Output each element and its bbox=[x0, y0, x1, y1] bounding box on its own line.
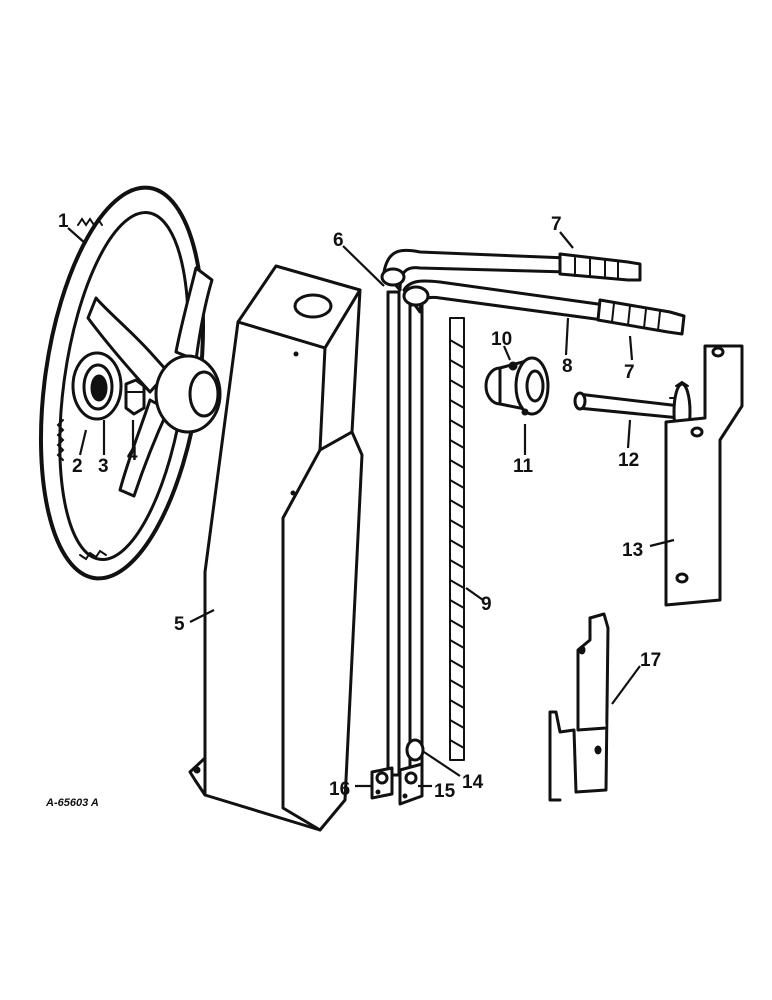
callout-numbers: 1 2 3 4 5 6 7 7 8 9 10 11 12 13 14 15 16… bbox=[58, 211, 661, 802]
callout-8: 8 bbox=[562, 356, 573, 377]
bracket-icon bbox=[664, 344, 744, 607]
chain-icon bbox=[449, 317, 465, 761]
callout-9: 9 bbox=[481, 594, 492, 615]
callout-14: 14 bbox=[462, 772, 484, 793]
callout-15: 15 bbox=[434, 781, 456, 802]
callout-13: 13 bbox=[622, 540, 643, 561]
figure-reference: A-65603 A bbox=[45, 797, 99, 809]
handle-grip-icon bbox=[558, 252, 642, 282]
callout-1: 1 bbox=[58, 211, 69, 232]
callout-7b: 7 bbox=[624, 362, 635, 383]
washer-icon bbox=[405, 738, 425, 762]
callout-10: 10 bbox=[491, 329, 512, 350]
callout-7a: 7 bbox=[551, 214, 562, 235]
fitting-icon bbox=[508, 361, 518, 371]
nut-icon bbox=[124, 378, 146, 416]
leader-lines bbox=[67, 227, 675, 788]
bearing-icon bbox=[484, 356, 550, 416]
callout-6: 6 bbox=[333, 230, 344, 251]
bushing-icon bbox=[71, 351, 123, 421]
control-rod-icon bbox=[402, 279, 607, 782]
handle-grip-icon bbox=[596, 298, 686, 336]
callout-3: 3 bbox=[98, 456, 109, 477]
callout-5: 5 bbox=[174, 614, 185, 635]
callout-12: 12 bbox=[618, 450, 639, 471]
callout-4: 4 bbox=[127, 444, 138, 465]
clip-icon bbox=[398, 762, 424, 806]
bracket-icon bbox=[548, 612, 610, 802]
callout-11: 11 bbox=[513, 456, 534, 477]
callout-17: 17 bbox=[640, 650, 661, 671]
callout-2: 2 bbox=[72, 456, 83, 477]
callout-16: 16 bbox=[329, 779, 350, 800]
steering-column-housing-icon bbox=[188, 264, 364, 832]
clip-icon bbox=[370, 766, 394, 800]
control-rod-icon bbox=[380, 248, 570, 777]
steering-wheel-icon bbox=[38, 185, 222, 581]
